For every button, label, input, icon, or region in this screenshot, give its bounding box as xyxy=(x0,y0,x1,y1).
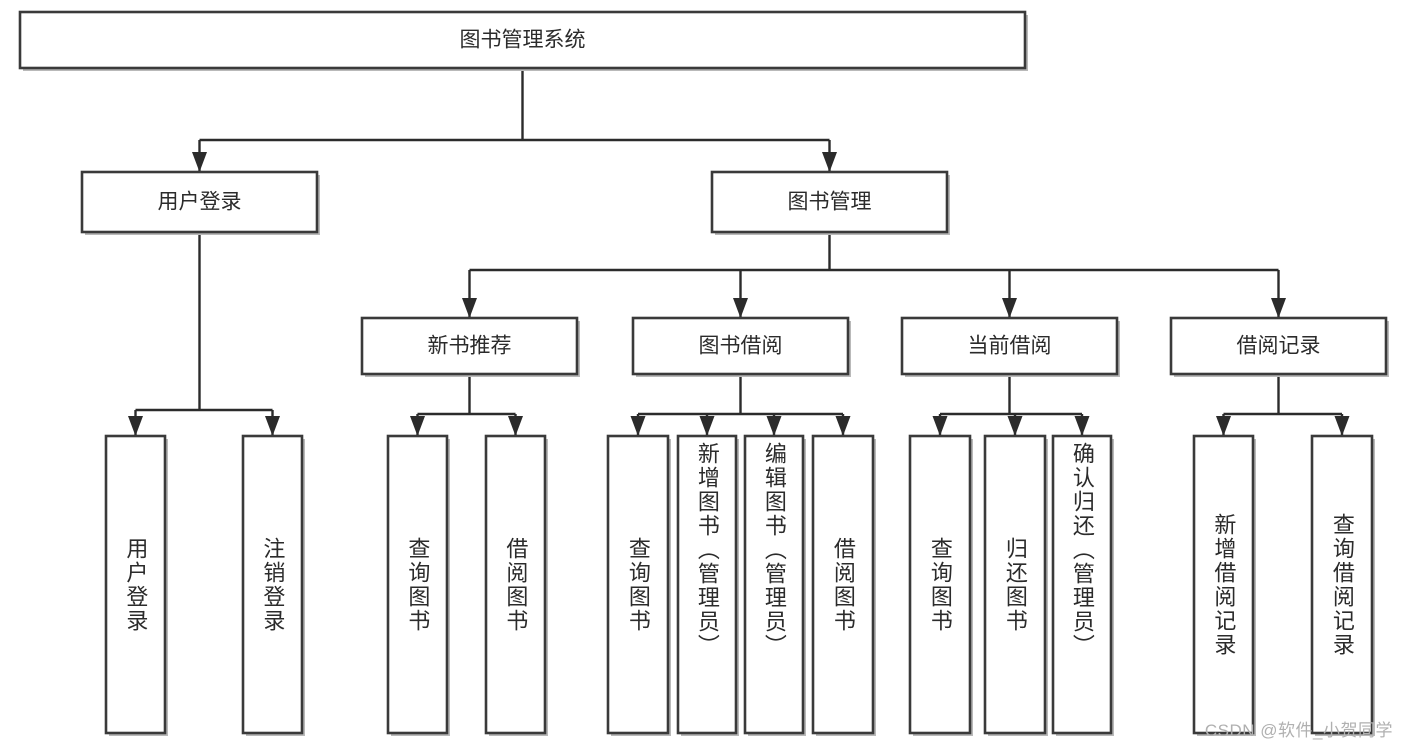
arrow-head-icon xyxy=(1216,416,1231,436)
node-leaf-add-borrow-record[interactable] xyxy=(1192,434,1256,736)
node-box xyxy=(104,434,167,735)
node-label: 图书管理系统 xyxy=(460,29,586,52)
edge-group-borrow-record xyxy=(1216,374,1350,436)
node-box xyxy=(908,434,972,735)
arrow-head-icon xyxy=(766,416,782,436)
edge-group-user-login xyxy=(128,232,280,436)
node-box xyxy=(484,434,547,735)
node-box xyxy=(631,316,850,376)
edges-layer xyxy=(128,68,1350,436)
arrow-head-icon xyxy=(128,416,143,436)
node-current-borrow[interactable]: 当前借阅 xyxy=(900,316,1120,377)
node-box xyxy=(710,170,949,234)
node-box xyxy=(1192,434,1255,735)
arrow-head-icon xyxy=(932,416,948,436)
node-label: 借阅记录 xyxy=(1237,335,1321,358)
node-label: 用户登录 xyxy=(158,191,242,214)
node-box xyxy=(241,434,304,735)
node-label: 当前借阅 xyxy=(968,335,1052,358)
arrow-head-icon xyxy=(265,416,280,436)
arrow-head-icon xyxy=(1074,416,1090,436)
node-borrow-record[interactable]: 借阅记录 xyxy=(1169,316,1389,377)
edge-group-root xyxy=(192,68,837,172)
node-leaf-borrow-book-2[interactable] xyxy=(811,434,876,736)
node-box xyxy=(1310,434,1374,735)
arrow-head-icon xyxy=(1002,298,1017,318)
arrow-head-icon xyxy=(630,416,646,436)
arrow-head-icon xyxy=(1334,416,1350,436)
arrow-head-icon xyxy=(822,152,837,172)
node-box xyxy=(900,316,1119,376)
node-leaf-query-book-2[interactable] xyxy=(606,434,671,736)
node-leaf-query-book-3[interactable] xyxy=(908,434,973,736)
node-user-login[interactable]: 用户登录 xyxy=(80,170,320,235)
edge-group-book-manage xyxy=(462,232,1286,318)
arrow-head-icon xyxy=(508,416,523,436)
node-label: 图书管理 xyxy=(788,191,872,214)
node-leaf-edit-book-admin[interactable] xyxy=(743,434,806,736)
node-box xyxy=(811,434,875,735)
node-root[interactable]: 图书管理系统 xyxy=(18,10,1028,71)
node-box xyxy=(1169,316,1388,376)
arrow-head-icon xyxy=(1007,416,1023,436)
edge-group-current-borrow xyxy=(932,374,1090,436)
node-label: 新书推荐 xyxy=(428,335,512,358)
arrow-head-icon xyxy=(192,152,207,172)
arrow-head-icon xyxy=(699,416,715,436)
node-leaf-confirm-return-admin[interactable] xyxy=(1051,434,1114,736)
node-box xyxy=(80,170,319,234)
node-leaf-user-login[interactable] xyxy=(104,434,168,736)
node-box xyxy=(606,434,670,735)
node-leaf-query-borrow-record[interactable] xyxy=(1310,434,1375,736)
edge-group-book-borrow xyxy=(630,374,851,436)
node-leaf-query-book-1[interactable] xyxy=(386,434,450,736)
node-box xyxy=(18,10,1027,70)
arrow-head-icon xyxy=(733,298,748,318)
arrow-head-icon xyxy=(462,298,477,318)
node-box xyxy=(360,316,579,376)
arrow-head-icon xyxy=(835,416,851,436)
edge-group-new-book-recommend xyxy=(410,374,523,436)
node-box xyxy=(386,434,449,735)
node-box xyxy=(983,434,1047,735)
node-leaf-add-book-admin[interactable] xyxy=(676,434,739,736)
node-leaf-borrow-book-1[interactable] xyxy=(484,434,548,736)
node-new-book-recommend[interactable]: 新书推荐 xyxy=(360,316,580,377)
node-book-borrow[interactable]: 图书借阅 xyxy=(631,316,851,377)
node-box xyxy=(676,434,738,735)
node-leaf-return-book[interactable] xyxy=(983,434,1048,736)
arrow-head-icon xyxy=(410,416,425,436)
node-label: 图书借阅 xyxy=(699,335,783,358)
node-book-manage[interactable]: 图书管理 xyxy=(710,170,950,235)
node-box xyxy=(1051,434,1113,735)
node-leaf-logout-login[interactable] xyxy=(241,434,305,736)
node-box xyxy=(743,434,805,735)
arrow-head-icon xyxy=(1271,298,1286,318)
